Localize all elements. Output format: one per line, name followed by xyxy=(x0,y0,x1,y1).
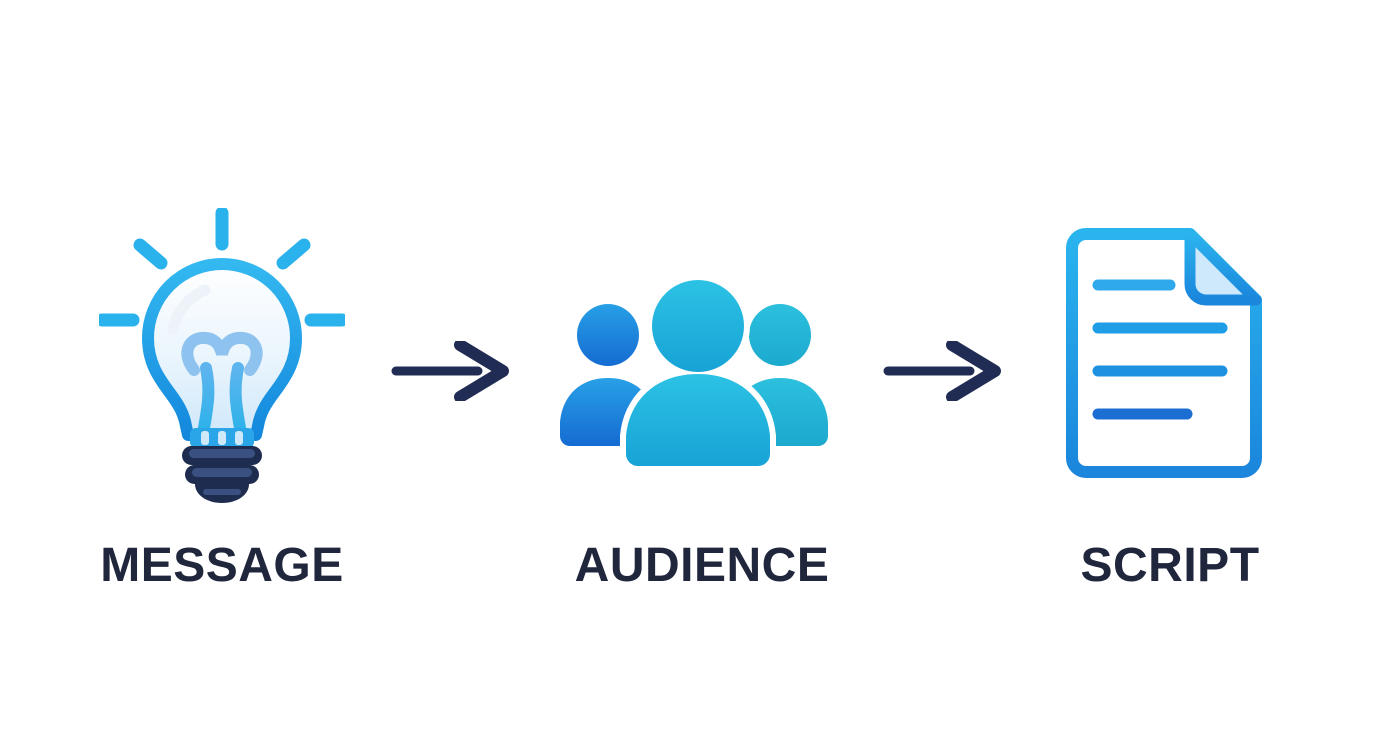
arrow-right-icon xyxy=(390,341,510,401)
step-label-script: SCRIPT xyxy=(1080,539,1260,592)
people-group-icon xyxy=(558,278,830,470)
step-label-message: MESSAGE xyxy=(100,539,344,592)
step-label-audience: AUDIENCE xyxy=(574,539,830,592)
document-script-icon xyxy=(1058,228,1262,480)
lightbulb-idea-icon xyxy=(99,208,345,503)
arrow-right-icon xyxy=(882,341,1002,401)
